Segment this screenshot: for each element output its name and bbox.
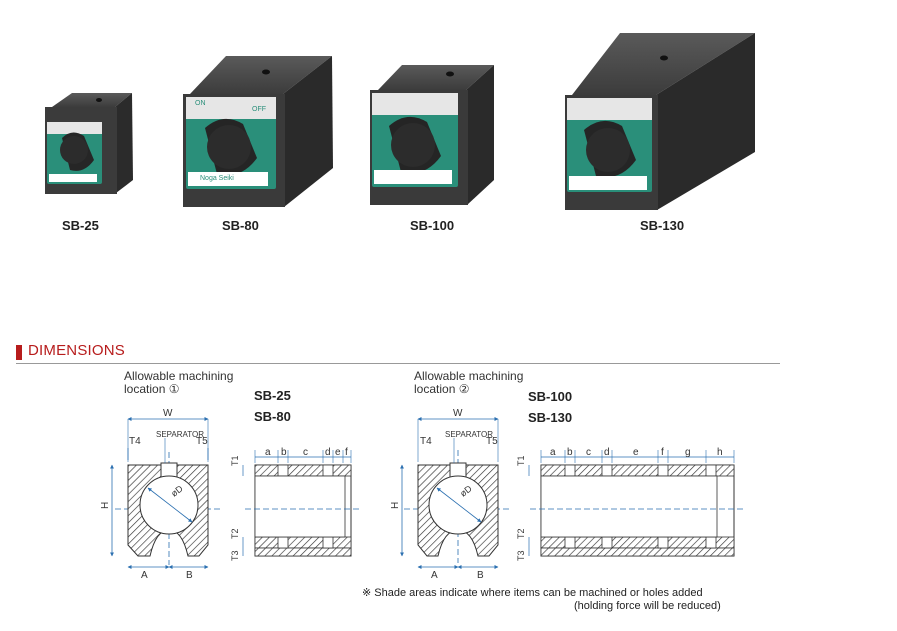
diagram-1-caption-line1: Allowable machining [124,369,234,383]
faceplate-on-label: ON [195,100,206,107]
diagram-2-caption-line2: location ② [414,382,470,396]
dim-side2-a: a [550,447,556,458]
section-divider [16,363,780,364]
diagram-1-model-2: SB-80 [254,409,291,424]
dim-t4: T4 [129,436,141,447]
diagram-1-caption: Allowable machining location ① [124,370,233,396]
dim-side-e: e [335,447,341,458]
diagram-2-model-1: SB-100 [528,389,573,404]
dim-t1: T1 [230,455,240,466]
diagram-1-models: SB-25 SB-80 [254,385,291,427]
dim-side-d: d [325,447,331,458]
diagram-2-model-2: SB-130 [528,410,573,425]
diagram-2-side-view: a b c d e f g h T1 T2 T3 [516,447,744,561]
diagram-2-front-view: W T4 T5 SEPARATOR øD H A B [390,408,512,581]
dim-b-2: B [477,570,484,581]
dim-t3: T3 [230,550,240,561]
diagram-1-side-view: a b c d e f T1 T2 T3 [230,447,361,561]
diagram-1-model-1: SB-25 [254,388,291,403]
section-header: DIMENSIONS [16,342,780,364]
dim-side2-h: h [717,447,723,458]
dim-side-a: a [265,447,271,458]
footnote-line1: ※ Shade areas indicate where items can b… [362,587,703,599]
diagram-1-front-view: W T4 T5 SEPARATOR øD H A B [100,408,222,581]
label-separator: SEPARATOR [156,430,204,439]
dim-t1-2: T1 [516,455,526,466]
dim-a: A [141,570,148,581]
dim-side-c: c [303,447,308,458]
diagram-2-caption-line1: Allowable machining [414,369,524,383]
dim-b: B [186,570,193,581]
diagram-2-models: SB-100 SB-130 [528,386,572,428]
dim-a-2: A [431,570,438,581]
diagram-1-caption-line2: location ① [124,382,180,396]
dim-side-f: f [345,447,348,458]
product-photo-sb-25 [45,93,133,194]
dim-t3-2: T3 [516,550,526,561]
model-label-sb-100: SB-100 [410,218,455,233]
dim-side2-c: c [586,447,591,458]
section-accent-bar [16,345,22,360]
label-separator-2: SEPARATOR [445,430,493,439]
product-photo-sb-130 [565,33,755,210]
dim-side2-f: f [661,447,664,458]
dim-w-2: W [453,408,463,419]
dim-side2-b: b [567,447,573,458]
dim-h: H [100,502,111,509]
product-photo-sb-80 [183,56,333,207]
model-label-sb-80: SB-80 [222,218,259,233]
dim-w: W [163,408,173,419]
dim-side-b: b [281,447,287,458]
dim-t2-2: T2 [516,528,526,539]
dim-t5-2: T5 [486,436,498,447]
model-label-sb-25: SB-25 [62,218,99,233]
product-photo-sb-100 [370,65,494,205]
dim-t5: T5 [196,436,208,447]
dim-side2-d: d [604,447,610,458]
faceplate-off-label: OFF [252,106,266,113]
dim-side2-g: g [685,447,691,458]
dim-t2: T2 [230,528,240,539]
section-title: DIMENSIONS [28,342,126,359]
footnote-line2: (holding force will be reduced) [574,600,721,612]
faceplate-brand-label: Noga Seiki [200,175,234,182]
dim-t4-2: T4 [420,436,432,447]
diagram-2-caption: Allowable machining location ② [414,370,523,396]
dim-h-2: H [390,502,401,509]
dim-side2-e: e [633,447,639,458]
model-label-sb-130: SB-130 [640,218,685,233]
